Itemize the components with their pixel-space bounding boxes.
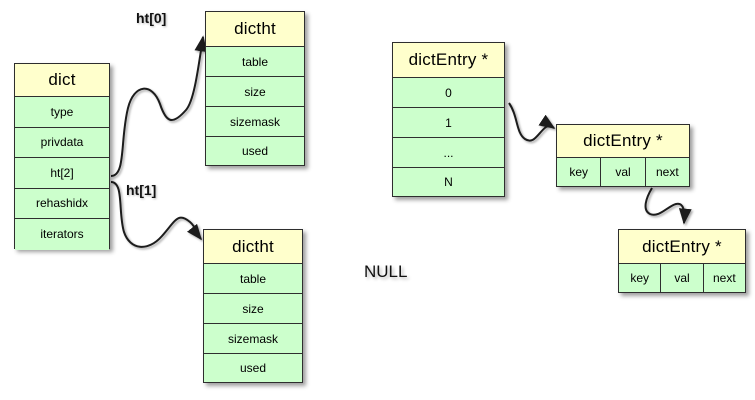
node-dictentry-2-fields: key val next [619,264,745,292]
node-dictht-bottom-field-size: size [204,294,302,324]
node-dict-field-type: type [15,97,109,128]
node-dictentry-array-slot-1: 1 [393,108,504,138]
label-ht1: ht[1] [126,182,157,198]
node-dictentry-array: dictEntry * 0 1 ... N [392,42,505,197]
label-ht0: ht[0] [136,10,167,26]
node-dictht-bottom-field-table: table [204,264,302,294]
node-dictentry-2-field-key: key [619,264,662,292]
node-dictht-bottom-field-sizemask: sizemask [204,324,302,354]
node-dictentry-2-field-next: next [712,271,736,285]
node-dictentry-2-header: dictEntry * [619,230,745,264]
node-dictentry-2-field-val: val [661,264,704,292]
node-dictentry-array-slot-0: 0 [393,78,504,108]
node-dictentry-1-field-key: key [557,158,602,186]
edge-bucket-to-entry1 [508,102,556,142]
node-dictht-bottom-field-used: used [204,354,302,382]
node-dict-field-privdata: privdata [15,127,109,158]
node-dictentry-1-fields: key val next [557,158,689,186]
node-dict: dict type privdata ht[2] rehashidx itera… [14,63,110,250]
node-dict-field-ht: ht[2] [15,158,109,189]
node-dictentry-1-header: dictEntry * [557,125,689,158]
node-dictht-top-field-sizemask: sizemask [206,107,304,137]
node-dictht-top-field-table: table [206,47,304,77]
node-dictentry-1-field-val: val [601,158,646,186]
node-dictentry-array-slot-ellipsis: ... [393,138,504,168]
node-dictentry-array-slot-n: N [393,168,504,196]
node-dictht-top: dictht table size sizemask used [205,11,305,166]
node-dictht-bottom-header: dictht [204,230,302,264]
node-dict-header: dict [15,64,109,97]
edge-ht0 [110,35,208,177]
node-dictht-top-header: dictht [206,12,304,47]
node-dictentry-2: dictEntry * key val next [618,229,746,293]
node-dictentry-array-header: dictEntry * [393,43,504,78]
node-dictht-top-field-used: used [206,137,304,165]
node-dictentry-1: dictEntry * key val next [556,124,690,187]
edge-entry1-next-to-entry2 [644,187,692,225]
node-dict-field-iterators: iterators [15,219,109,250]
node-dictentry-1-field-next: next [655,165,679,179]
node-dict-field-rehashidx: rehashidx [15,188,109,219]
label-null: NULL [364,262,408,281]
node-dictht-top-field-size: size [206,77,304,107]
node-dictht-bottom: dictht table size sizemask used [203,229,303,383]
